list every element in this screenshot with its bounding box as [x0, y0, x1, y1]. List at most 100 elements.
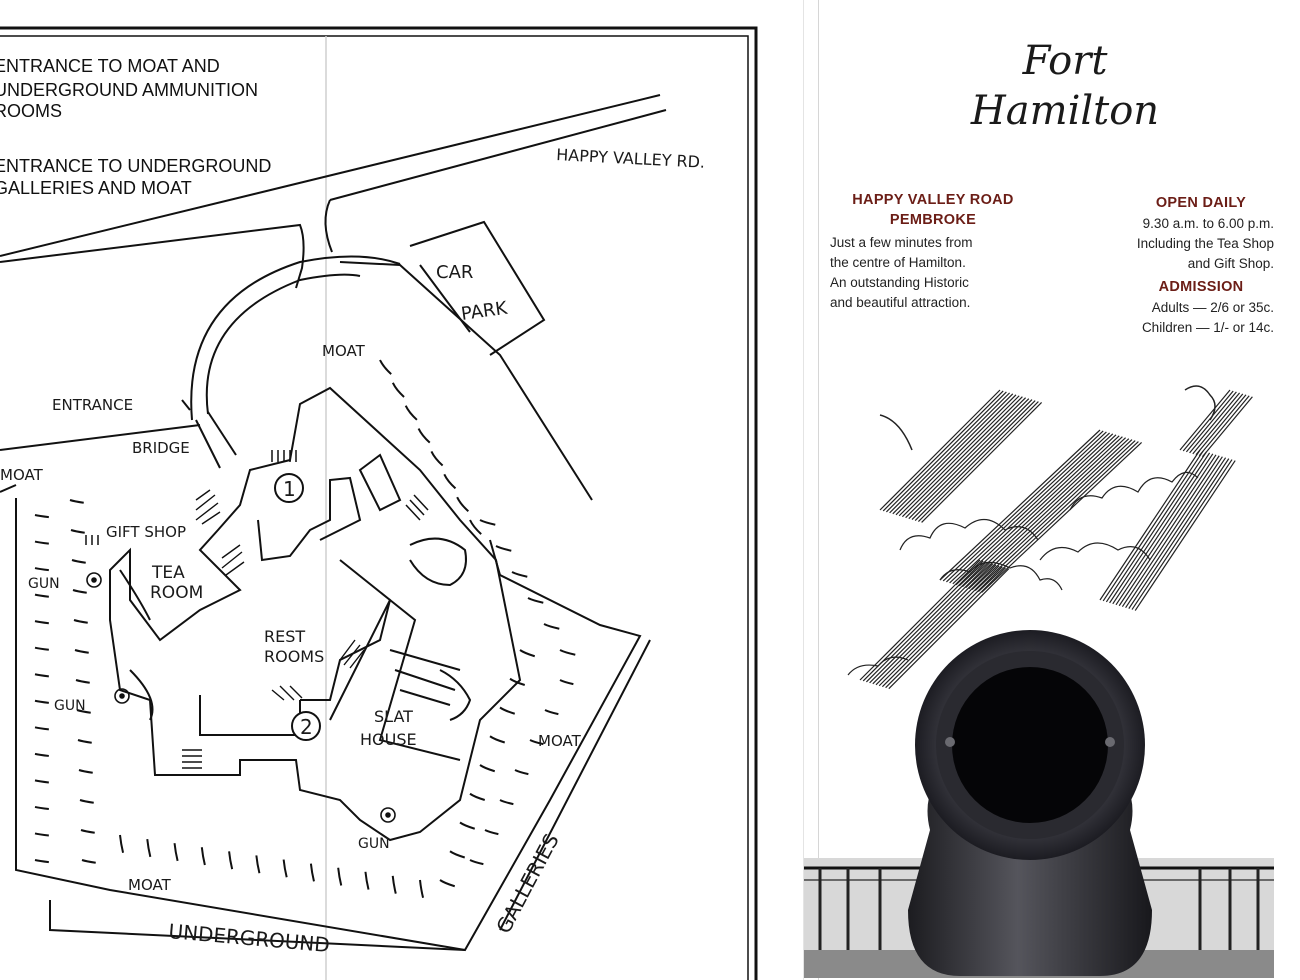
fold-line-left — [803, 0, 804, 980]
underground-label: UNDERGROUND — [168, 919, 331, 957]
moat-tick — [72, 589, 87, 594]
moat-tick — [499, 799, 514, 806]
house-label: HOUSE — [360, 730, 417, 749]
gun-positions — [86, 572, 396, 823]
hours-block: OPEN DAILY 9.30 a.m. to 6.00 p.m. Includ… — [1106, 195, 1274, 338]
legend-item-1-line-2: UNDERGROUND AMMUNITION — [0, 80, 258, 100]
moat-tick — [543, 623, 560, 630]
address-body-line-3: An outstanding Historic — [830, 275, 969, 290]
moat-tick — [34, 779, 49, 784]
speed-line — [968, 438, 1130, 590]
cannon — [908, 630, 1152, 976]
moat-tick — [228, 851, 234, 870]
tea-label: TEA — [151, 563, 185, 583]
speed-line — [917, 401, 1039, 522]
speed-line — [939, 429, 1101, 581]
admission-block: ADMISSION Adults — 2/6 or 35c. Children … — [1106, 279, 1274, 338]
speed-line — [911, 399, 1033, 521]
moat-tick — [379, 359, 392, 375]
admission-body: Adults — 2/6 or 35c. Children — 1/- or 1… — [1106, 298, 1274, 338]
moat-tick — [200, 847, 206, 866]
legend-item-2-line-1: ENTRANCE TO UNDERGROUND — [0, 156, 271, 176]
moat-tick — [469, 859, 484, 866]
speed-line — [1134, 460, 1236, 611]
speed-line — [1198, 395, 1250, 457]
marker-1: 1 — [274, 473, 304, 503]
moat-tick — [449, 850, 466, 859]
moat-tick — [73, 619, 88, 624]
moat-tick — [34, 859, 49, 864]
moat-tick — [499, 706, 516, 715]
moat-tick — [514, 769, 529, 776]
speed-line — [1179, 389, 1231, 451]
bridge-label: BRIDGE — [132, 439, 190, 457]
moat-tick — [34, 593, 49, 598]
speed-line — [875, 564, 997, 686]
speed-line — [1125, 457, 1227, 609]
speed-line — [882, 390, 1004, 512]
moat-tick — [419, 879, 425, 898]
speed-line — [1195, 394, 1247, 456]
moat-tick — [77, 739, 92, 744]
gun-label-2: GUN — [54, 698, 86, 714]
address-body-line-4: and beautiful attraction. — [830, 295, 971, 310]
speed-line — [901, 396, 1023, 518]
speed-line — [895, 394, 1017, 516]
address-body-line-1: Just a few minutes from — [830, 235, 973, 250]
moat-tick — [417, 428, 431, 444]
moat-tick — [146, 838, 152, 858]
moat-tick — [479, 764, 496, 773]
moat-tick — [81, 859, 96, 864]
slat-label: SLAT — [374, 707, 413, 726]
rest-label: REST — [264, 627, 305, 646]
speed-line — [1185, 391, 1237, 453]
moat-tick — [559, 649, 576, 656]
moat-label-left: MOAT — [0, 466, 44, 484]
gun-label-1: GUN — [28, 576, 60, 592]
legend-item-1-line-3: ROOMS — [0, 101, 62, 121]
moat-tick — [509, 677, 526, 686]
moat-tick — [430, 450, 444, 467]
speed-line — [949, 432, 1111, 584]
moat-tick — [495, 545, 512, 552]
moat-tick — [456, 496, 470, 512]
admission-adults: Adults — 2/6 or 35c. — [1151, 300, 1274, 315]
moat-tick — [34, 620, 49, 625]
speed-line — [1099, 449, 1201, 601]
moat-tick — [34, 752, 49, 757]
moat-tick — [34, 673, 49, 678]
moat-tick — [404, 405, 418, 421]
cannon-illustration — [804, 385, 1274, 978]
speed-line — [869, 562, 991, 684]
moat-label-bottom: MOAT — [128, 876, 172, 894]
open-body: 9.30 a.m. to 6.00 p.m. Including the Tea… — [1106, 214, 1274, 274]
speed-line — [981, 442, 1143, 593]
moat-tick — [69, 499, 84, 504]
speed-line — [879, 389, 1001, 511]
moat-tick — [34, 540, 49, 545]
marker-2: 2 — [291, 711, 321, 741]
address-block: HAPPY VALLEY ROAD PEMBROKE Just a few mi… — [830, 190, 1036, 313]
moat-ticks — [34, 359, 576, 898]
speed-line — [908, 398, 1030, 520]
address-heading-line-2: PEMBROKE — [889, 212, 977, 228]
speed-line — [859, 559, 981, 681]
speed-line — [1201, 396, 1253, 458]
moat-tick — [71, 559, 86, 564]
speed-line — [942, 430, 1104, 582]
moat-tick — [337, 867, 343, 886]
address-heading-line-1: HAPPY VALLEY ROAD — [852, 192, 1014, 208]
speed-line — [905, 397, 1027, 519]
car-label: CAR — [436, 262, 473, 283]
speed-line — [1189, 392, 1241, 454]
moat-tick — [364, 871, 370, 890]
marker-2-label: 2 — [300, 715, 313, 739]
speed-line — [921, 402, 1043, 523]
moat-tick — [79, 799, 94, 804]
speed-line — [914, 400, 1036, 521]
address-body-line-2: the centre of Hamilton. — [830, 255, 966, 270]
entrance-arc — [181, 255, 401, 469]
moat-tick — [78, 769, 93, 774]
speed-line — [1105, 451, 1207, 603]
moat-tick — [391, 382, 405, 398]
